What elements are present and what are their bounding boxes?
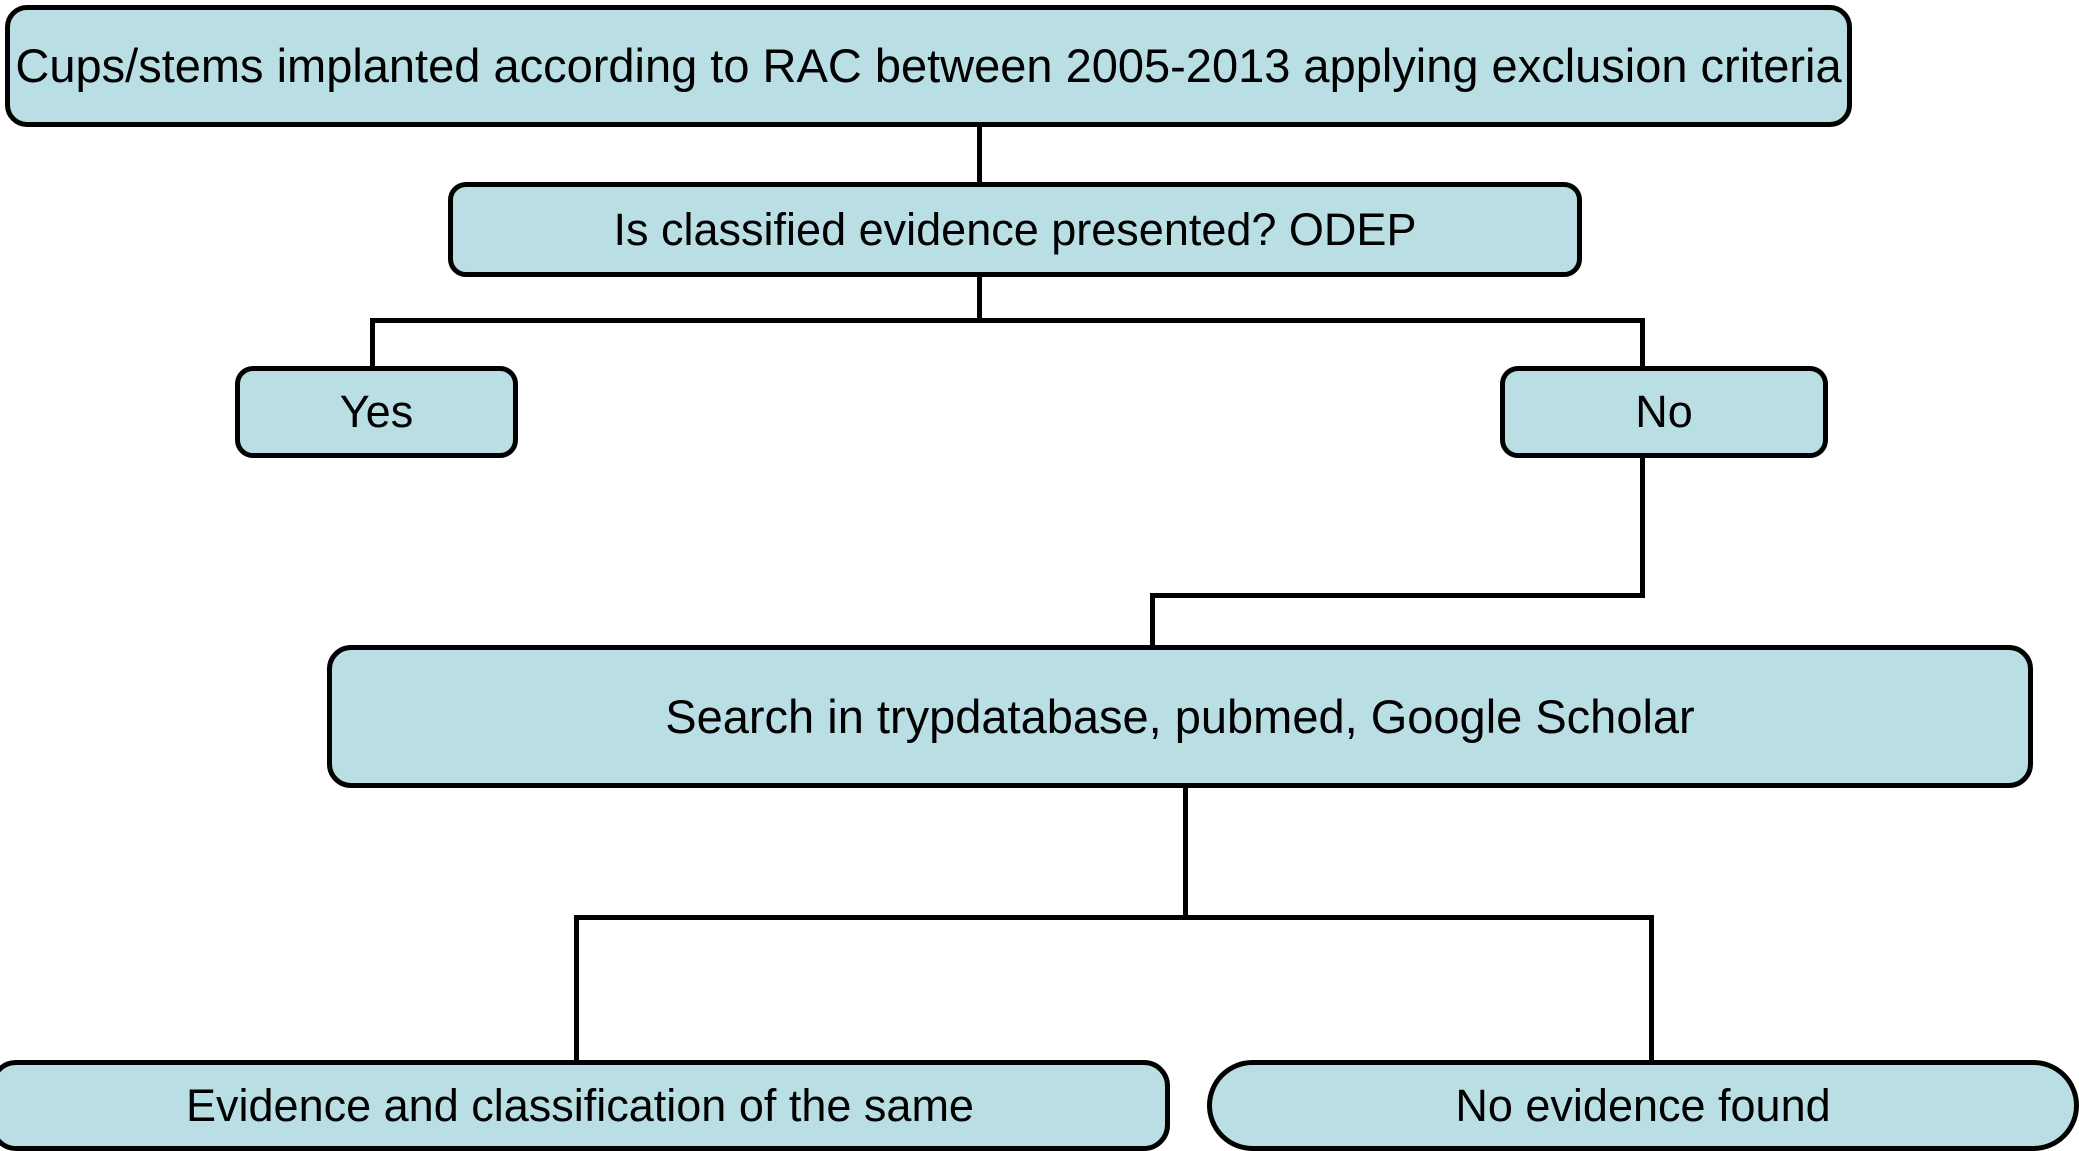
connector-no-across <box>1150 593 1645 598</box>
node-question-label: Is classified evidence presented? ODEP <box>613 203 1417 255</box>
connector-question-to-no <box>1640 318 1645 368</box>
connector-search-to-evidence <box>574 915 579 1063</box>
node-search-databases: Search in trypdatabase, pubmed, Google S… <box>327 645 2033 788</box>
connector-question-split-bar <box>370 318 1645 323</box>
node-yes-label: Yes <box>339 386 414 438</box>
node-noevidence-label: No evidence found <box>1455 1079 1831 1131</box>
connector-search-stem <box>1183 785 1188 920</box>
node-search-label: Search in trypdatabase, pubmed, Google S… <box>665 689 1695 743</box>
node-no-label: No <box>1635 386 1693 438</box>
connector-no-down <box>1640 455 1645 598</box>
connector-question-to-yes <box>370 318 375 368</box>
node-root-label: Cups/stems implanted according to RAC be… <box>15 39 1842 93</box>
node-branch-no: No <box>1500 366 1828 458</box>
connector-search-split-bar <box>574 915 1654 920</box>
connector-search-to-no-evidence <box>1649 915 1654 1063</box>
node-evidence-label: Evidence and classification of the same <box>186 1079 974 1131</box>
connector-root-to-question <box>977 125 982 185</box>
node-branch-yes: Yes <box>235 366 518 458</box>
node-decision-classified-evidence: Is classified evidence presented? ODEP <box>448 182 1582 277</box>
node-root-population: Cups/stems implanted according to RAC be… <box>5 5 1852 127</box>
node-outcome-evidence-found: Evidence and classification of the same <box>0 1060 1170 1151</box>
node-outcome-no-evidence-found: No evidence found <box>1207 1060 2079 1151</box>
connector-question-stem <box>977 275 982 321</box>
connector-no-to-search <box>1150 593 1155 648</box>
